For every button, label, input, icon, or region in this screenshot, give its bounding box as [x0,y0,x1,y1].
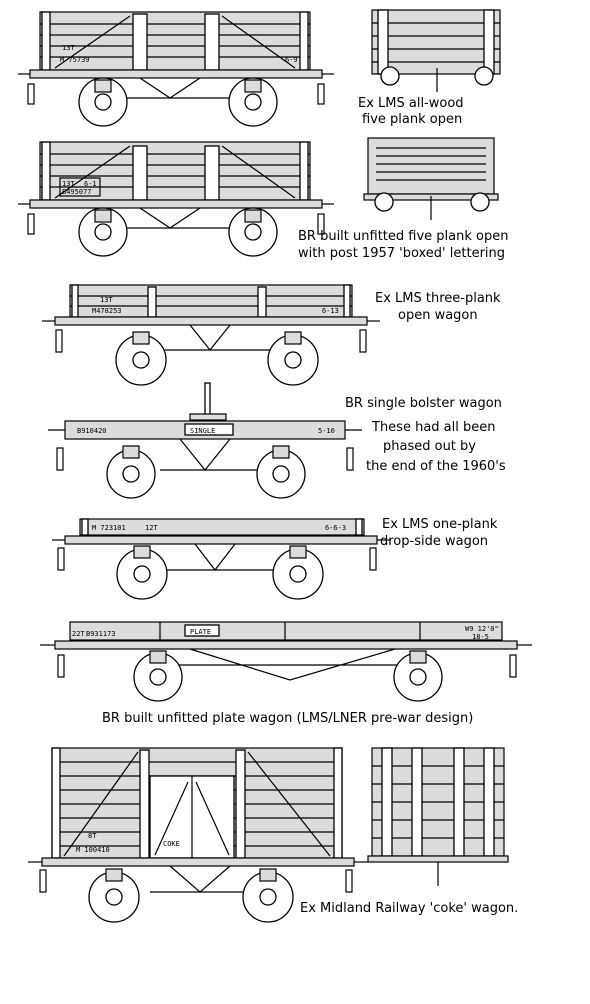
wagon-3-code: 6-13 [322,307,339,315]
wagon-3-side-view [42,284,380,386]
wagon-4-caption-line-2: These had all been [371,420,495,435]
wagon-4-side-view [48,382,362,499]
wagon-1-code: 6-9 [285,56,298,64]
wagon-5-tonnage: 12T [145,524,158,532]
wagon-1-side-view [18,11,334,127]
wagon-6-tonnage: 22T [72,630,85,638]
wagon-1-caption-line-2: five plank open [362,112,462,127]
wagon-6-dimensions: W9 12'0" [465,625,499,633]
wagon-1-end-view [371,9,501,92]
wagon-5-number: M 723101 [92,524,126,532]
wagon-7-tonnage: 8T [88,832,97,840]
wagon-2-code: 6-1 [84,180,97,188]
wagon-1-tonnage: 13T [62,44,75,52]
wagon-1-caption-line-1: Ex LMS all-wood [358,96,464,111]
wagon-2-caption-line-2: with post 1957 'boxed' lettering [298,246,505,261]
wagon-5-caption-line-1: Ex LMS one-plank [382,517,498,532]
wagon-6-number: B931173 [86,630,116,638]
wagon-7-caption: Ex Midland Railway 'coke' wagon. [300,901,518,916]
wagon-2-caption-line-1: BR built unfitted five plank open [298,229,508,244]
wagon-5-code: 6-6-3 [325,524,346,532]
wagon-4-caption-line-4: the end of the 1960's [366,459,506,474]
wagon-4-code: 5-10 [318,427,335,435]
wagon-1-number: M 75739 [60,56,90,64]
wagon-2-number: B495077 [62,188,92,196]
wagon-3-caption-line-2: open wagon [398,308,478,323]
wagon-2-end-view [363,137,499,220]
wagon-6-side-view [40,621,532,702]
wagon-6-type: PLATE [190,628,211,636]
wagon-6-caption: BR built unfitted plate wagon (LMS/LNER … [102,711,473,726]
wagon-4-type: SINGLE [190,427,215,435]
wagon-5-side-view [52,518,390,600]
wagon-4-number: B910420 [77,427,107,435]
wagon-7-end-view [367,747,509,886]
wagon-2-side-view [18,141,334,257]
wagon-3-number: M478253 [92,307,122,315]
wagon-3-tonnage: 13T [100,296,113,304]
wagon-5-caption-line-2: drop-side wagon [380,534,488,549]
wagon-4-caption-line-1: BR single bolster wagon [345,396,502,411]
wagon-3-caption-line-1: Ex LMS three-plank [375,291,501,306]
wagon-2-tonnage: 13T [62,180,75,188]
wagon-7-side-view [28,747,368,923]
wagon-7-number: M 100410 [76,846,110,854]
wagon-6-code: 18-5 [472,633,489,641]
wagon-4-caption-line-3: phased out by [383,439,476,454]
wagon-7-type: COKE [163,840,180,848]
